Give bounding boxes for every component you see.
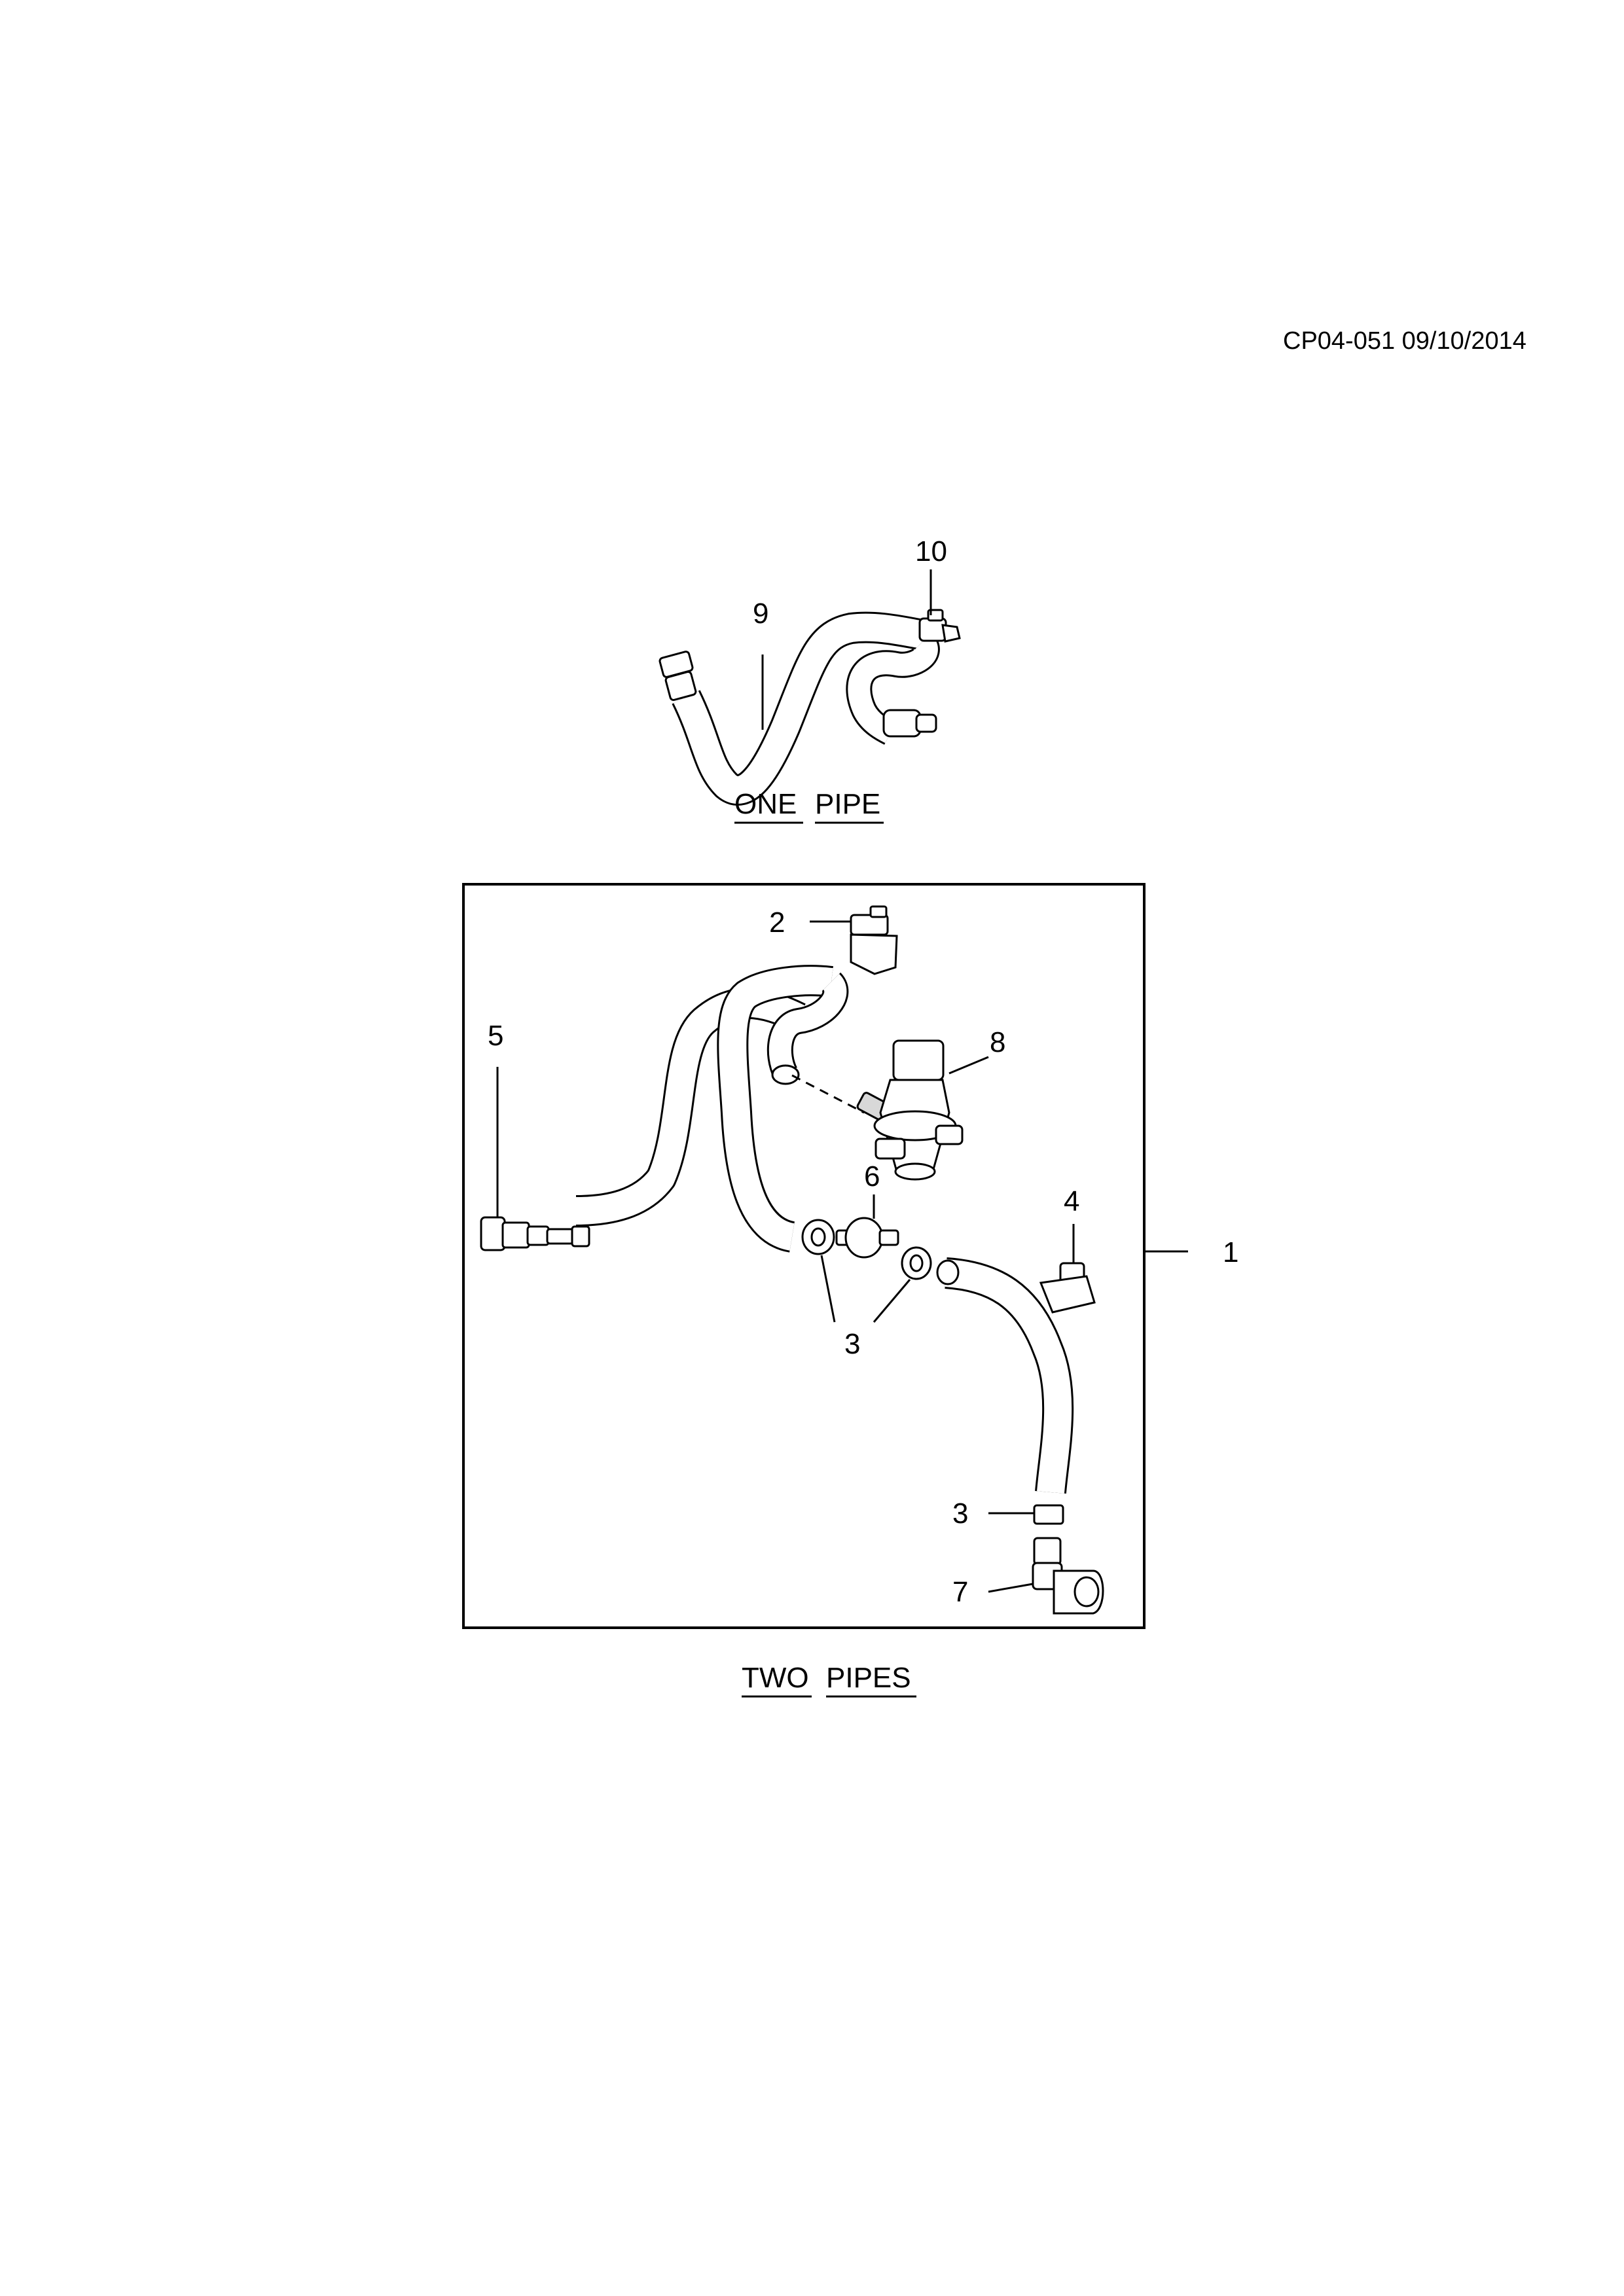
left-hose [575, 987, 806, 1227]
callout-8: 8 [990, 1026, 1005, 1058]
caption-two: TWO [742, 1662, 809, 1694]
one-pipe-diagram: 9 10 ONE PIPE [659, 535, 961, 824]
caption-one: ONE [734, 788, 797, 820]
callout-3c: 3 [952, 1498, 968, 1530]
callout-5: 5 [488, 1020, 503, 1052]
callout-1: 1 [1223, 1236, 1238, 1268]
check-valve-6 [835, 1217, 899, 1259]
callout-6: 6 [864, 1160, 880, 1193]
one-pipe-hose [659, 611, 940, 806]
clamp-3a [801, 1219, 835, 1255]
elbow-connector-7 [1032, 1537, 1104, 1615]
middle-hose [717, 965, 849, 1253]
caption-pipe: PIPE [815, 788, 880, 820]
right-hose [936, 1257, 1074, 1494]
caption-pipes: PIPES [826, 1662, 911, 1694]
callout-2: 2 [769, 906, 785, 939]
two-pipes-frame [462, 883, 1146, 1629]
clamp-3b [901, 1246, 932, 1280]
callout-3a: 3 [844, 1328, 860, 1360]
callout-4: 4 [1064, 1185, 1079, 1217]
two-pipes-diagram: 1 2 8 4 5 6 3 3 7 TWO PIPES [462, 883, 1238, 1698]
quick-connector-5 [480, 1216, 590, 1251]
bracket-clip-2 [850, 905, 898, 975]
one-pipe-clip [918, 609, 961, 643]
clamp-3c [1033, 1504, 1064, 1525]
purge-solenoid-8 [791, 1039, 964, 1181]
document-code: CP04-051 09/10/2014 [1283, 327, 1526, 355]
callout-10: 10 [915, 535, 947, 567]
callout-9: 9 [753, 598, 768, 630]
callout-7: 7 [952, 1576, 968, 1608]
retainer-clip-4 [1039, 1262, 1096, 1314]
